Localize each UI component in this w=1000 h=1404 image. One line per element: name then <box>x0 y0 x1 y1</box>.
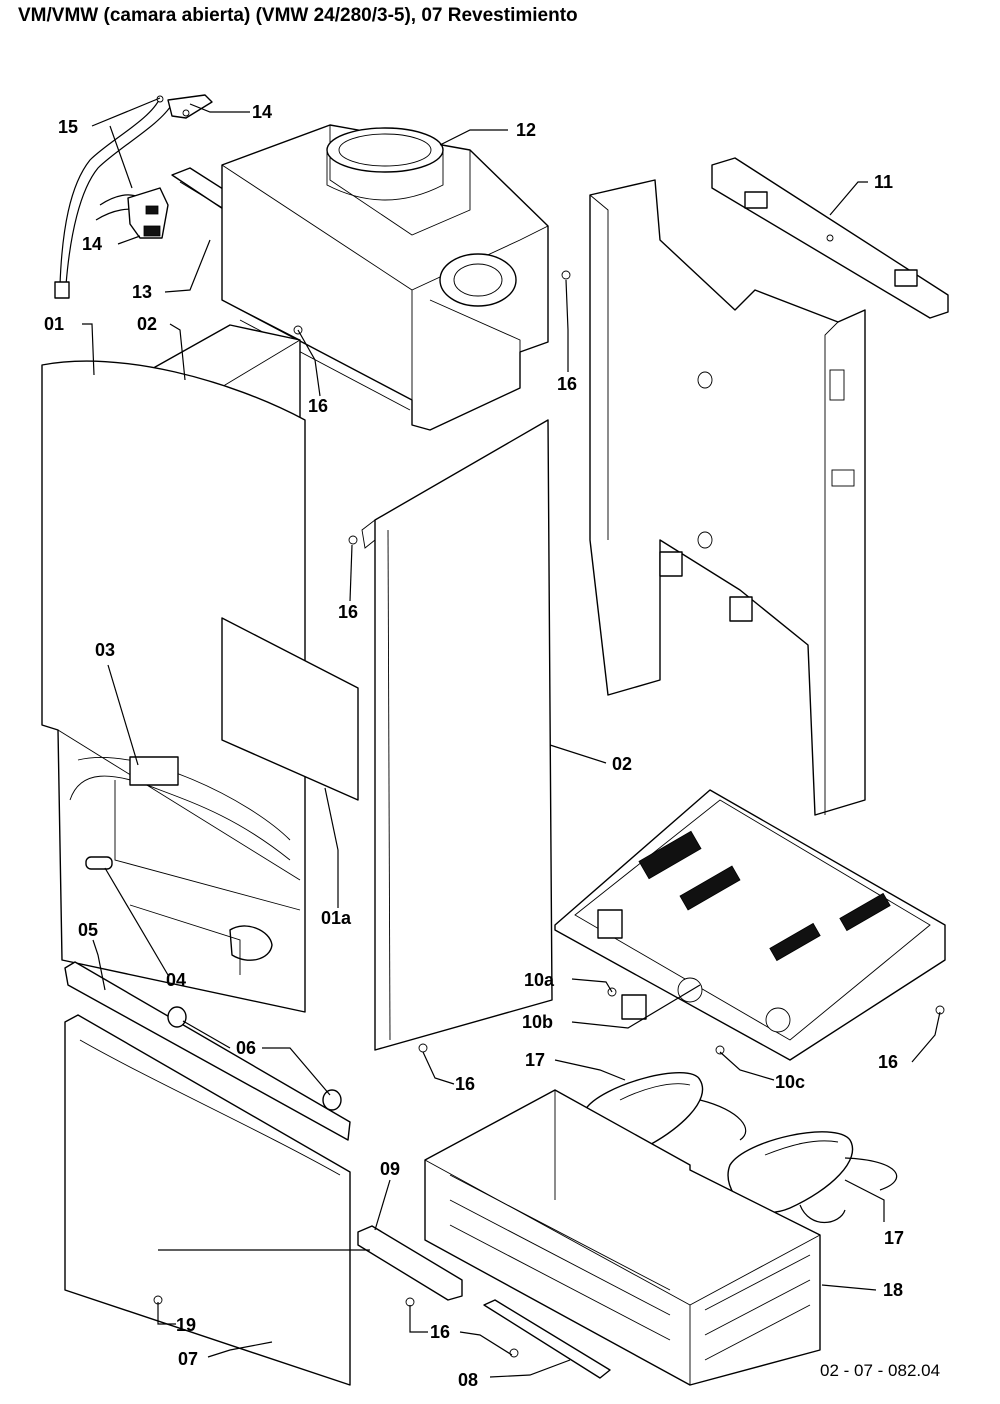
part-11-bracket <box>711 157 949 319</box>
callout-02: 02 <box>137 314 157 334</box>
part-08-strip <box>483 1299 611 1379</box>
part-18-grille-box <box>424 1089 821 1386</box>
callout-15: 15 <box>58 117 78 137</box>
part-06-knob <box>167 1006 342 1111</box>
callout-19: 19 <box>176 1315 196 1335</box>
callout-16: 16 <box>455 1074 475 1094</box>
callout-13: 13 <box>132 282 152 302</box>
callout-10b: 10b <box>522 1012 553 1032</box>
callout-12: 12 <box>516 120 536 140</box>
callout-10a: 10a <box>524 970 555 990</box>
callout-14: 14 <box>252 102 272 122</box>
callout-01: 01 <box>44 314 64 334</box>
callout-17: 17 <box>884 1228 904 1248</box>
callout-16: 16 <box>430 1322 450 1342</box>
callout-14: 14 <box>82 234 102 254</box>
part-12-hood <box>221 124 549 431</box>
callout-08: 08 <box>458 1370 478 1390</box>
part-cable-sensor <box>54 94 213 299</box>
callout-03: 03 <box>95 640 115 660</box>
callout-11: 11 <box>874 172 893 192</box>
callout-06: 06 <box>236 1038 256 1058</box>
leader-lines <box>82 97 941 1378</box>
part-05-strip <box>64 961 351 1141</box>
part-base-frame <box>554 789 946 1061</box>
callout-18: 18 <box>883 1280 903 1300</box>
callout-10c: 10c <box>775 1072 805 1092</box>
callout-04: 04 <box>166 970 186 990</box>
callout-02: 02 <box>612 754 632 774</box>
part-07-lower-panel <box>64 1014 351 1386</box>
callout-09: 09 <box>380 1159 400 1179</box>
part-rear-frame <box>589 179 866 816</box>
callout-01a: 01a <box>321 908 352 928</box>
part-01-front-panel <box>41 360 359 1013</box>
callout-05: 05 <box>78 920 98 940</box>
part-09-clip <box>357 1225 463 1301</box>
drawing-reference-number: 02 - 07 - 082.04 <box>820 1361 940 1380</box>
diagram-title: VM/VMW (camara abierta) (VMW 24/280/3-5)… <box>18 5 578 26</box>
callout-labels: 15 14 14 13 12 11 01 02 16 16 16 03 02 0… <box>44 102 940 1390</box>
callout-16: 16 <box>878 1052 898 1072</box>
callout-17: 17 <box>525 1050 545 1070</box>
screws <box>153 270 945 1358</box>
callout-07: 07 <box>178 1349 198 1369</box>
callout-16: 16 <box>338 602 358 622</box>
callout-16: 16 <box>308 396 328 416</box>
part-02-side-panel <box>361 419 553 1051</box>
callout-16: 16 <box>557 374 577 394</box>
